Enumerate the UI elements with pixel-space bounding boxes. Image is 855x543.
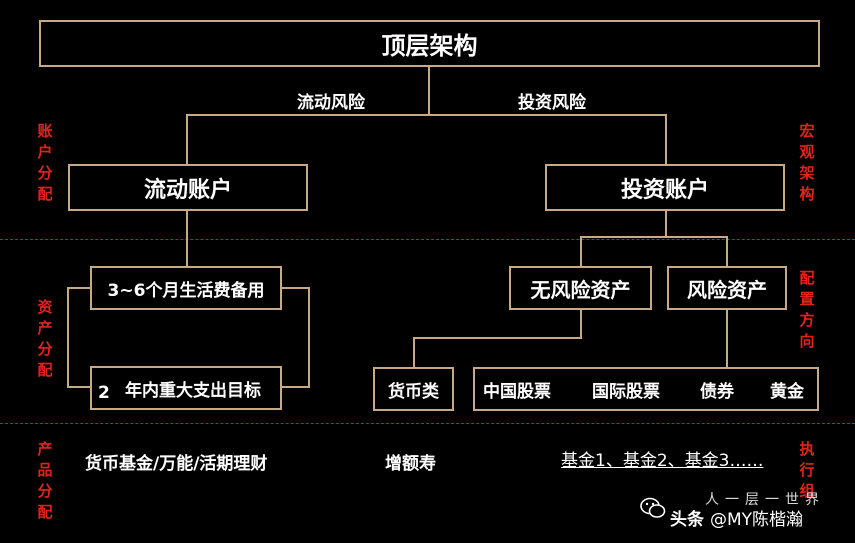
bonds-label: 债券 [700, 381, 734, 402]
product-money-fund: 货币基金/万能/活期理财 [85, 454, 268, 474]
connector [580, 236, 728, 238]
separator-line [0, 239, 855, 240]
product-increasing-life: 增额寿 [385, 454, 436, 474]
investment-account-box: 投资账户 [545, 164, 785, 211]
bracket-line [67, 287, 90, 289]
top-architecture-box: 顶层架构 [39, 20, 820, 67]
liquid-account-box: 流动账户 [68, 164, 308, 211]
side-label-account-allocation: 账户分配 [37, 122, 53, 203]
bracket-line [282, 287, 310, 289]
top-architecture-label: 顶层架构 [381, 32, 478, 60]
gold-label: 黄金 [770, 381, 804, 402]
money-market-label: 货币类 [388, 381, 439, 402]
connector [428, 67, 430, 115]
connector [726, 310, 728, 368]
living-expense-reserve-box: 3~6个月生活费备用 [90, 266, 282, 310]
risk-assets-label: 风险资产 [687, 277, 767, 302]
international-stocks-label: 国际股票 [592, 381, 660, 402]
living-expense-reserve-label: 3~6个月生活费备用 [107, 280, 265, 301]
side-label-macro-architecture: 宏观架构 [799, 122, 815, 203]
connector [665, 211, 667, 238]
bracket-line [67, 386, 90, 388]
connector [413, 337, 582, 339]
separator-line [0, 423, 855, 424]
major-expense-goal-box: 2 年内重大支出目标 [90, 366, 282, 410]
money-market-box: 货币类 [373, 367, 454, 411]
investment-account-label: 投资账户 [620, 177, 709, 203]
goal-number: 2 [98, 383, 110, 403]
major-expense-goal-label: 年内重大支出目标 [125, 380, 261, 401]
risk-free-assets-box: 无风险资产 [509, 266, 652, 310]
connector [186, 211, 188, 267]
connector [413, 337, 415, 368]
connector [580, 236, 582, 267]
risk-asset-classes-box: 中国股票 国际股票 债券 黄金 [473, 367, 819, 411]
side-label-execution: 执行组 [799, 440, 815, 500]
connector [186, 114, 667, 116]
side-label-asset-allocation: 资产分配 [37, 298, 53, 379]
risk-assets-box: 风险资产 [667, 266, 787, 310]
liquidity-risk-label: 流动风险 [297, 93, 365, 113]
side-label-allocation-direction: 配置方向 [799, 269, 815, 350]
liquid-account-label: 流动账户 [143, 177, 232, 203]
watermark-slogan: 人一层一世界 [705, 492, 825, 508]
watermark-brand: 头条 [670, 510, 704, 530]
bracket-line [67, 287, 69, 388]
investment-risk-label: 投资风险 [518, 93, 586, 113]
bracket-line [282, 386, 310, 388]
product-funds: 基金1、基金2、基金3…… [561, 451, 764, 471]
bracket-line [308, 287, 310, 388]
connector [665, 114, 667, 165]
risk-free-assets-label: 无风险资产 [530, 277, 631, 302]
connector [186, 114, 188, 165]
watermark-handle: @MY陈楷瀚 [710, 510, 804, 530]
wechat-icon [640, 497, 666, 519]
connector [580, 310, 582, 339]
connector [726, 236, 728, 267]
china-stocks-label: 中国股票 [483, 381, 551, 402]
side-label-product-allocation: 产品分配 [37, 440, 53, 521]
